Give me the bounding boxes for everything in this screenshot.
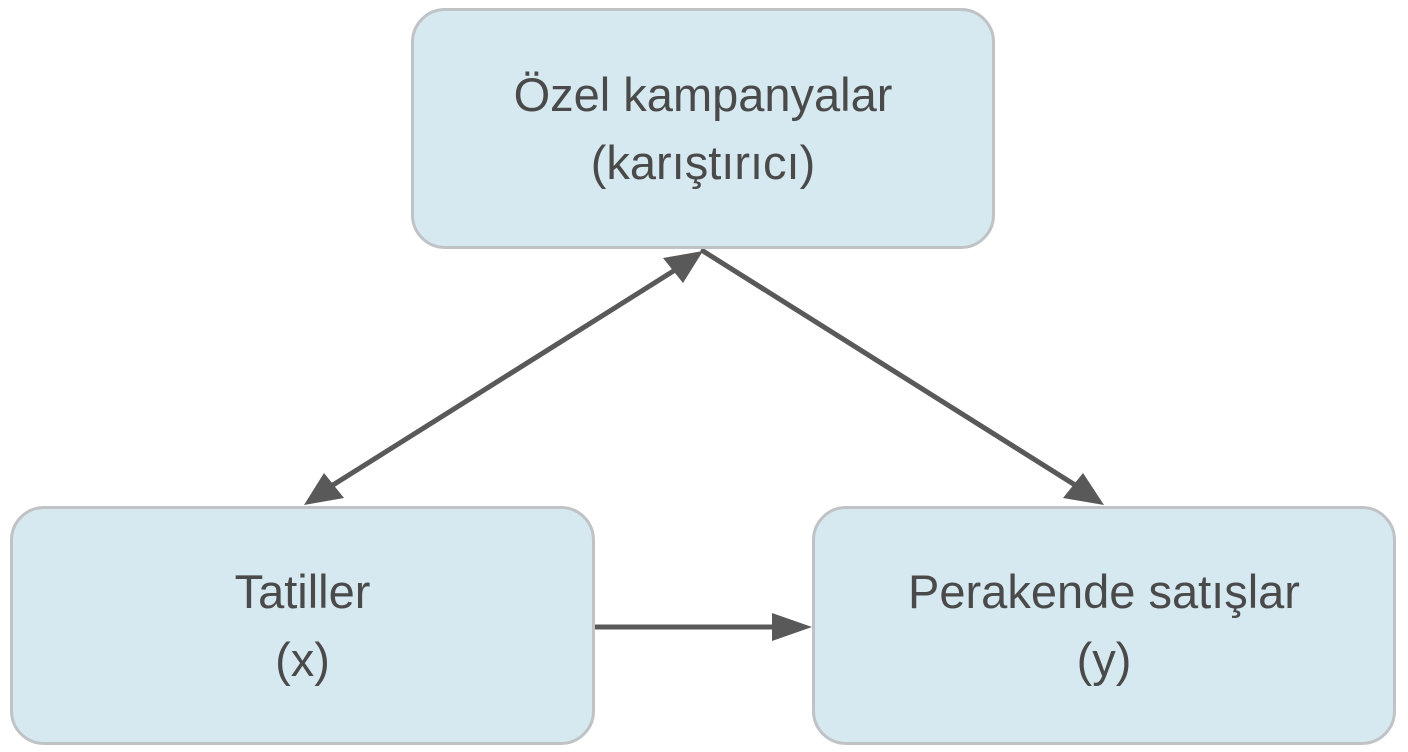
arrowhead-to-cause <box>304 473 344 505</box>
edge-cause-confounder <box>304 251 703 505</box>
node-effect-title: Perakende satışlar <box>908 564 1300 618</box>
arrowhead-to-effect-from-confounder <box>1063 473 1104 505</box>
node-effect: Perakende satışlar (y) <box>812 506 1396 745</box>
node-cause: Tatiller (x) <box>10 506 595 745</box>
edge-cause-effect <box>593 613 812 641</box>
node-cause-role: (x) <box>275 632 330 686</box>
edge-confounder-effect <box>700 248 1104 505</box>
node-confounder: Özel kampanyalar (karıştırıcı) <box>411 8 995 249</box>
node-cause-title: Tatiller <box>234 564 371 618</box>
node-effect-role: (y) <box>1076 632 1132 686</box>
arrowhead-to-confounder <box>663 251 703 283</box>
node-confounder-title: Özel kampanyalar <box>513 67 893 121</box>
node-confounder-role: (karıştırıcı) <box>590 135 816 189</box>
arrowhead-to-effect-from-cause <box>772 613 812 641</box>
